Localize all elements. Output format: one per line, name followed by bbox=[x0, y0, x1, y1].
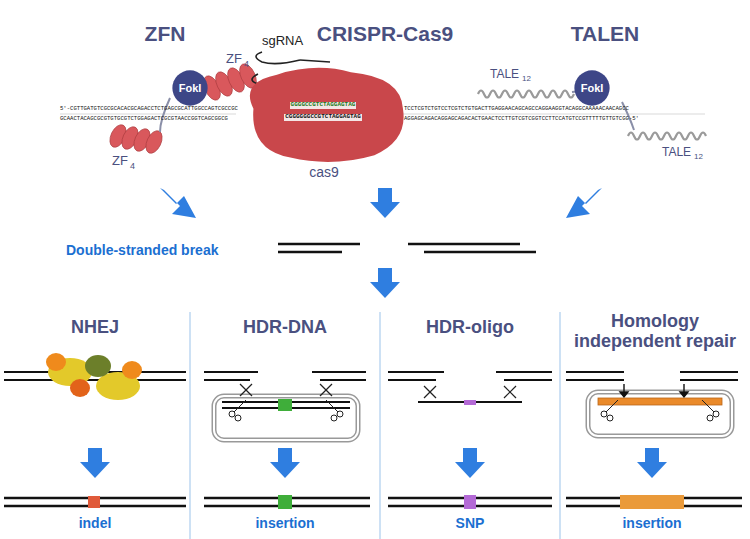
molecule-label: sgRNA bbox=[262, 34, 303, 48]
dna-sequence: 5'-CGTTGATGTCGCGCACACGCAGACCTCTGAGCGCATT… bbox=[60, 106, 238, 112]
dna-sequence: CGGGGGGCCGTCTAGGAGTAG bbox=[284, 114, 362, 121]
outcome-label: insertion bbox=[255, 516, 314, 531]
repair-title: HDR-oligo bbox=[426, 318, 514, 338]
panel-title: TALEN bbox=[571, 22, 639, 45]
protein-label: ZF bbox=[112, 154, 128, 168]
outcome-label: SNP bbox=[456, 516, 485, 531]
repair-title: HDR-DNA bbox=[243, 318, 327, 338]
panel-title: ZFN bbox=[145, 22, 186, 45]
outcome-label: insertion bbox=[622, 516, 681, 531]
outcome-label: indel bbox=[79, 516, 112, 531]
guide-sequence: GGGGCCGTCTAGGAGTAG bbox=[290, 102, 357, 109]
subscript: 12 bbox=[694, 153, 703, 162]
protein-label: ZF bbox=[226, 52, 242, 66]
node-text: cas9 bbox=[309, 165, 339, 180]
node-text: FokI bbox=[581, 82, 604, 94]
protein-label: TALE bbox=[662, 146, 691, 159]
protein-label: TALE bbox=[490, 68, 519, 81]
dna-sequence: GCAACTACAGCGCGTGTGCGTCTGGAGACTCGCGTAACCG… bbox=[60, 116, 228, 122]
section-label: Double-stranded break bbox=[66, 243, 218, 258]
node-text: FokI bbox=[179, 82, 202, 94]
nuclease-domain: FokI bbox=[172, 70, 208, 106]
repair-title: Homology independent repair bbox=[565, 312, 745, 352]
panel-title: CRISPR-Cas9 bbox=[317, 22, 454, 45]
subscript: 4 bbox=[130, 162, 135, 172]
dna-sequence: AGGAGCAGACAGGAGCAGACACTGAACTCCTTGTCGTCGG… bbox=[404, 116, 639, 122]
dna-sequence: TCCTCGTCTGTCCTCGTCTGTGACTTGAGGAACAGCAGCC… bbox=[404, 106, 629, 112]
repair-title: NHEJ bbox=[71, 318, 119, 338]
subscript: 12 bbox=[522, 75, 531, 84]
nuclease-domain: FokI bbox=[574, 70, 610, 106]
enzyme-blob: cas9 bbox=[240, 60, 408, 182]
subscript: 4 bbox=[244, 60, 249, 70]
